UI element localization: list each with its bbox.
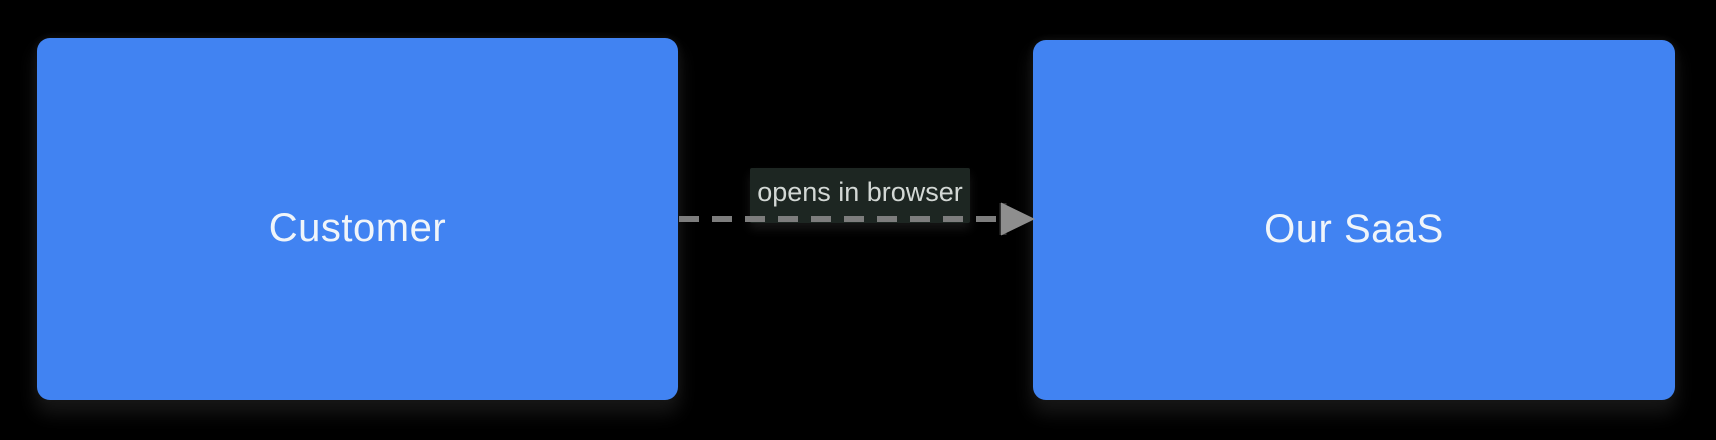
edge-label-text: opens in browser	[757, 177, 963, 207]
node-customer: Customer	[37, 38, 678, 400]
edge-label: opens in browser	[750, 168, 970, 223]
arrowhead-icon	[1001, 202, 1035, 236]
node-our-saas: Our SaaS	[1033, 40, 1675, 400]
node-customer-label: Customer	[268, 205, 447, 250]
node-our-saas-label: Our SaaS	[1264, 206, 1444, 251]
